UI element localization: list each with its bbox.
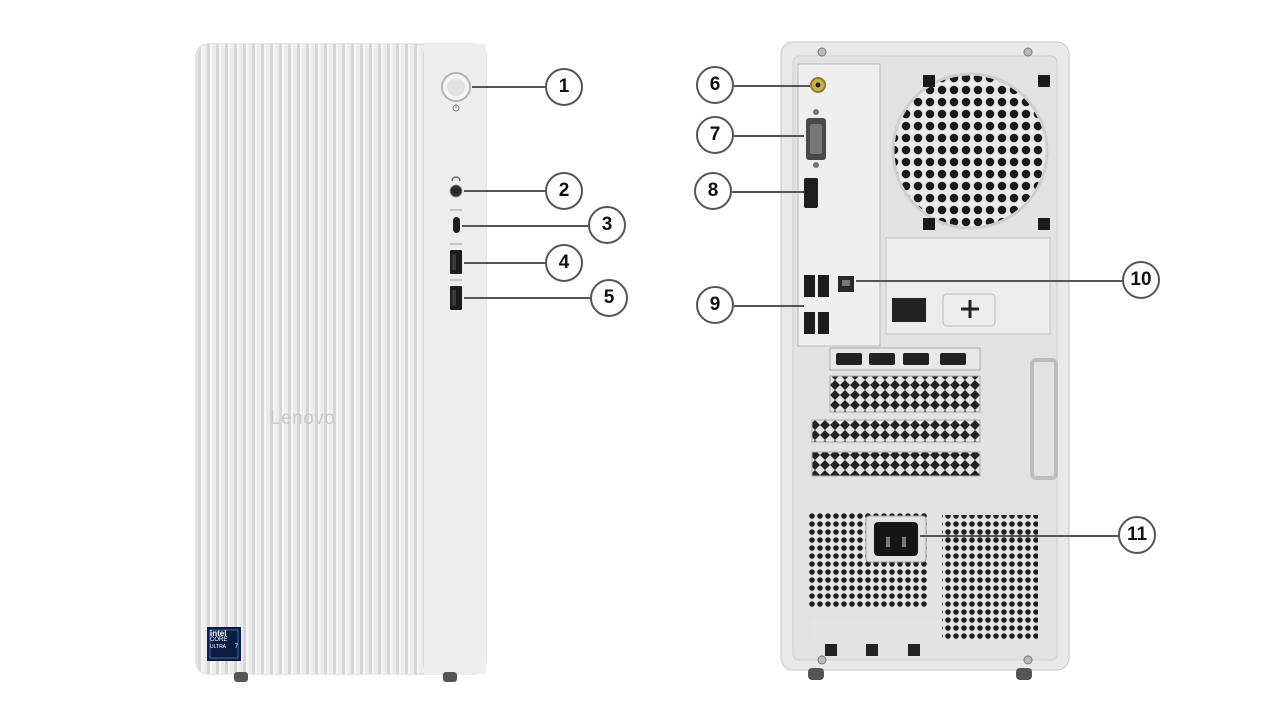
leader-line <box>856 280 1124 282</box>
callout-4: 4 <box>545 244 583 282</box>
callout-9: 9 <box>696 286 734 324</box>
badge-line4: 7 <box>234 644 238 650</box>
usb-a-port[interactable] <box>450 279 462 310</box>
chassis-feet-slots <box>825 644 920 656</box>
vga-port[interactable] <box>806 109 826 168</box>
power-button[interactable] <box>441 72 471 102</box>
intel-badge <box>207 627 241 661</box>
badge-line2: CORE <box>210 637 228 643</box>
leader-line <box>734 85 810 87</box>
usb-a-port[interactable] <box>450 243 462 274</box>
callout-2: 2 <box>545 172 583 210</box>
usb-ports[interactable] <box>804 275 829 334</box>
callout-10: 10 <box>1122 261 1160 299</box>
callout-8: 8 <box>694 172 732 210</box>
leader-line <box>734 135 804 137</box>
front-chassis <box>195 43 487 682</box>
headphone-icon <box>451 176 461 182</box>
callout-5: 5 <box>590 279 628 317</box>
leader-line <box>464 262 546 264</box>
combo-audio-jack[interactable] <box>449 184 463 198</box>
intel-badge-text: intel CORE ULTRA 7 <box>210 630 238 651</box>
callout-3: 3 <box>588 206 626 244</box>
leader-line <box>464 297 590 299</box>
hdmi-port[interactable] <box>804 178 818 208</box>
leader-line <box>734 305 804 307</box>
audio-jack[interactable] <box>810 77 826 93</box>
fan-grille <box>891 72 1050 230</box>
callout-6: 6 <box>696 66 734 104</box>
badge-line3: ULTRA <box>210 644 227 650</box>
leader-line <box>462 225 590 227</box>
leader-line <box>920 535 1120 537</box>
callout-7: 7 <box>696 116 734 154</box>
ethernet-port[interactable] <box>838 276 854 292</box>
callout-11: 11 <box>1118 516 1156 554</box>
leader-line <box>472 86 546 88</box>
lenovo-logo: Lenovo <box>270 408 336 429</box>
expansion-slots <box>811 347 1058 480</box>
knockout-area <box>885 237 1051 335</box>
usb-c-port[interactable] <box>453 217 460 233</box>
power-connector[interactable] <box>865 515 927 563</box>
power-icon <box>452 104 460 112</box>
badge-line1: intel <box>210 629 227 638</box>
leader-line <box>464 190 546 192</box>
callout-1: 1 <box>545 68 583 106</box>
leader-line <box>732 191 804 193</box>
